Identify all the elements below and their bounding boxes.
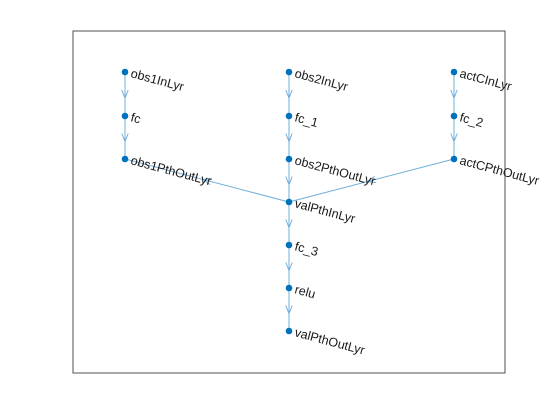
edge-fc_2-to-actCPthOutLyr: [450, 116, 458, 159]
node-valPthOutLyr: [285, 327, 293, 335]
node-label-fc: fc: [129, 110, 142, 126]
node-obs1PthOutLyr: [121, 155, 129, 163]
node-label-relu: relu: [293, 282, 317, 301]
edge-obs1InLyr-to-fc: [121, 72, 129, 116]
edge-obs2InLyr-to-fc_1: [285, 72, 293, 116]
node-obs2PthOutLyr: [285, 155, 293, 163]
node-fc_1: [285, 112, 293, 120]
edge-valPthInLyr-to-obs1PthOutLyr: [124, 158, 290, 203]
edge-obs2PthOutLyr-to-valPthInLyr: [285, 159, 293, 202]
edge-actCPthOutLyr-to-valPthInLyr: [288, 158, 455, 203]
node-actCInLyr: [450, 68, 458, 76]
node-label-fc_3: fc_3: [293, 239, 319, 259]
edge-fc_1-to-obs2PthOutLyr: [285, 116, 293, 159]
edge-fc-to-obs1PthOutLyr: [121, 116, 129, 159]
node-fc_2: [450, 112, 458, 120]
node-relu: [285, 284, 293, 292]
node-actCPthOutLyr: [450, 155, 458, 163]
node-fc: [121, 112, 129, 120]
edges-layer: [121, 72, 458, 331]
node-obs1InLyr: [121, 68, 129, 76]
edge-fc_3-to-relu: [285, 245, 293, 288]
node-fc_3: [285, 241, 293, 249]
nodes-layer: [121, 68, 458, 335]
edge-valPthInLyr-to-fc_3: [285, 202, 293, 245]
edge-relu-to-valPthOutLyr: [285, 288, 293, 331]
edge-actCInLyr-to-fc_2: [450, 72, 458, 116]
node-valPthInLyr: [285, 198, 293, 206]
node-label-fc_1: fc_1: [293, 110, 319, 130]
node-label-fc_2: fc_2: [458, 110, 484, 130]
node-obs2InLyr: [285, 68, 293, 76]
